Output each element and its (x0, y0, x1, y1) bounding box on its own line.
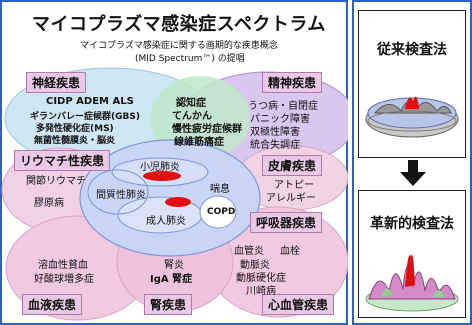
disease-cardio-2: 血栓 (280, 246, 300, 257)
disease-psych-4: 統合失調症 (250, 140, 300, 151)
disease-skin-1: アトピー (274, 180, 314, 191)
disease-skin-2: アレルギー (266, 193, 316, 204)
category-blood: 血液疾患 (22, 294, 83, 315)
category-psych: 精神疾患 (262, 72, 323, 93)
diagram-subtitle-2: (MID Spectrum™) の提唱 (135, 54, 245, 64)
resp-copd-area (199, 195, 237, 229)
disease-cardio-3: 動脈炎 (240, 260, 270, 271)
disease-kidney-1: 腎炎 (164, 260, 184, 271)
disease-rheum-1: 関節リウマチ (26, 176, 86, 187)
disease-resp-child: 小児肺炎 (140, 162, 180, 173)
innovative-method-illustration (365, 254, 459, 312)
disease-blood-2: 好酸球増多症 (34, 274, 94, 285)
diagram-title: マイコプラズマ感染症スペクトラム (32, 14, 326, 35)
disease-kidney-2: IgA 腎症 (150, 274, 193, 285)
conventional-method-title: 従来検査法 (377, 42, 447, 58)
disease-cardio-4: 動脈硬化症 (236, 273, 286, 284)
conventional-method-illustration (365, 96, 459, 138)
disease-resp-interstitial: 間質性肺炎 (96, 190, 146, 201)
disease-resp-asthma: 喘息 (210, 184, 230, 195)
disease-neuro-2: ギランバレー症候群(GBS) (30, 112, 140, 122)
category-neuro: 神経疾患 (26, 72, 87, 93)
innovative-method-box: 革新的検査法 (358, 190, 466, 318)
innovative-method-title: 革新的検査法 (370, 216, 454, 232)
category-skin: 皮膚疾患 (262, 155, 323, 176)
disease-cardio-1: 血管炎 (234, 246, 264, 257)
disease-neuro-4: 無菌性髄膜炎・脳炎 (34, 136, 116, 146)
category-resp: 呼吸器疾患 (250, 212, 323, 233)
disease-resp-adult: 成人肺炎 (146, 216, 186, 227)
category-kidney: 腎疾患 (144, 294, 193, 315)
disease-rheum-2: 膠原病 (34, 198, 64, 209)
red-marker-upper (143, 171, 181, 181)
disease-mid-4: 線維筋痛症 (174, 137, 224, 148)
conventional-method-box: 従来検査法 (358, 10, 466, 158)
disease-cardio-5: 川崎病 (246, 286, 276, 297)
diagram-subtitle-1: マイコプラズマ感染症に関する画期的な疾患概念 (80, 41, 278, 51)
resp-interstitial-area (87, 169, 149, 215)
down-arrow-icon (400, 160, 426, 186)
disease-mid-2: てんかん (172, 111, 212, 122)
disease-blood-1: 溶血性貧血 (38, 260, 88, 271)
category-rheum: リウマチ性疾患 (14, 150, 111, 171)
spectrum-venn (1, 67, 348, 321)
disease-mid-3: 慢性疲労症候群 (172, 124, 242, 135)
disease-psych-3: 双極性障害 (250, 127, 300, 138)
disease-psych-1: うつ病・自閉症 (248, 101, 318, 112)
disease-mid-1: 認知症 (176, 98, 206, 109)
red-marker-lower (165, 197, 191, 207)
disease-psych-2: パニック障害 (250, 114, 310, 125)
disease-neuro-3: 多発性硬化症(MS) (36, 124, 114, 134)
category-cardio: 心血管疾患 (262, 294, 335, 315)
disease-resp-copd: COPD (207, 207, 236, 217)
middle-region (150, 76, 250, 160)
disease-neuro-1: CIDP ADEM ALS (46, 96, 134, 107)
